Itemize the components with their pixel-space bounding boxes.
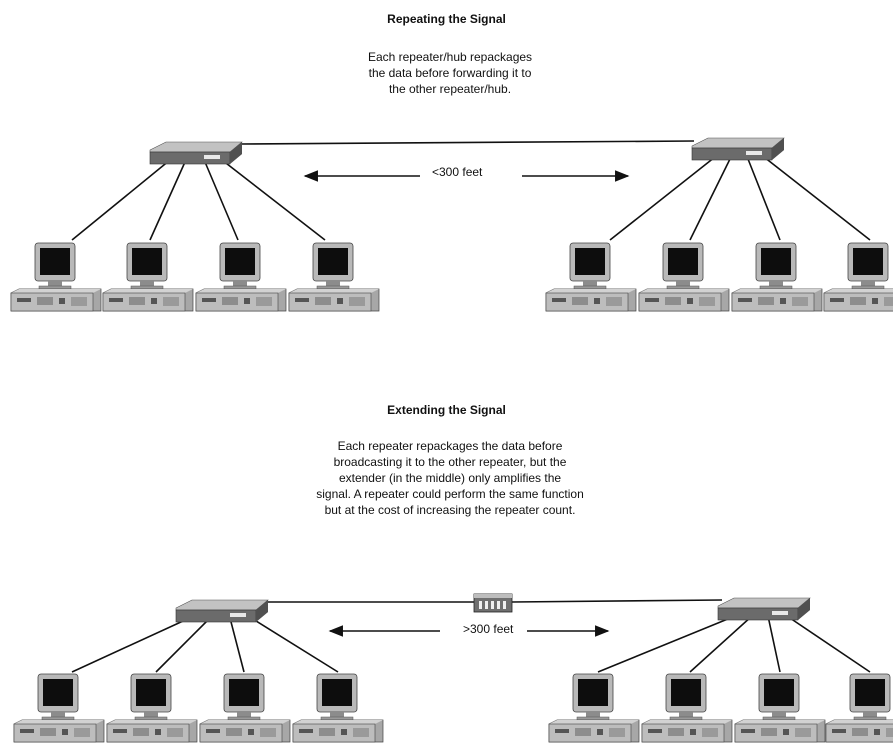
cable bbox=[609, 156, 716, 241]
computer-icon bbox=[638, 242, 730, 312]
computer-icon bbox=[825, 673, 893, 743]
section-2-description: Each repeater repackages the data before… bbox=[230, 438, 670, 518]
cable bbox=[597, 613, 741, 673]
repeater-hub-icon bbox=[149, 141, 243, 165]
computer-icon bbox=[823, 242, 893, 312]
cable bbox=[763, 156, 871, 241]
section-2-description-line: broadcasting it to the other repeater, b… bbox=[333, 455, 567, 469]
computer-icon bbox=[102, 242, 194, 312]
section-1-description-line: Each repeater/hub repackages bbox=[367, 50, 533, 64]
computer-icon bbox=[731, 242, 823, 312]
extender-icon bbox=[473, 593, 513, 613]
cable bbox=[71, 159, 171, 241]
computer-icon bbox=[195, 242, 287, 312]
computer-icon bbox=[548, 673, 640, 743]
computer-icon bbox=[106, 673, 198, 743]
repeater-hub-icon bbox=[717, 597, 811, 621]
section-2-distance-label: >300 feet bbox=[459, 622, 518, 636]
section-1-title: Repeating the Signal bbox=[387, 12, 506, 26]
cable bbox=[767, 615, 781, 673]
cable bbox=[155, 617, 211, 673]
section-2-description-line: extender (in the middle) only amplifies … bbox=[338, 471, 562, 485]
computer-icon bbox=[734, 673, 826, 743]
section-2-description-line: Each repeater repackages the data before bbox=[337, 439, 563, 453]
section-1-description-line: the other repeater/hub. bbox=[388, 82, 512, 96]
repeater-hub-icon bbox=[175, 599, 269, 623]
section-2-description-line: signal. A repeater could perform the sam… bbox=[316, 487, 584, 501]
section-1-description: Each repeater/hub repackages the data be… bbox=[300, 49, 600, 97]
computer-icon bbox=[10, 242, 102, 312]
cable bbox=[221, 159, 326, 241]
computer-icon bbox=[199, 673, 291, 743]
cable bbox=[747, 158, 781, 241]
section-1-distance-label: <300 feet bbox=[428, 165, 487, 179]
cable bbox=[204, 161, 239, 241]
computer-icon bbox=[13, 673, 105, 743]
computer-icon bbox=[545, 242, 637, 312]
cable bbox=[783, 613, 871, 673]
cable bbox=[689, 158, 731, 241]
cable bbox=[247, 615, 339, 673]
backbone-cable-2 bbox=[511, 599, 723, 603]
section-1-description-line: the data before forwarding it to bbox=[368, 66, 532, 80]
computer-icon bbox=[641, 673, 733, 743]
cable bbox=[149, 161, 186, 241]
cable bbox=[229, 617, 245, 673]
computer-icon bbox=[288, 242, 380, 312]
cable bbox=[71, 615, 195, 673]
backbone-cable-1 bbox=[239, 140, 695, 145]
cable bbox=[689, 615, 753, 673]
section-2-description-line: but at the cost of increasing the repeat… bbox=[324, 503, 576, 517]
repeater-hub-icon bbox=[691, 137, 785, 161]
section-2-title: Extending the Signal bbox=[387, 403, 506, 417]
computer-icon bbox=[292, 673, 384, 743]
